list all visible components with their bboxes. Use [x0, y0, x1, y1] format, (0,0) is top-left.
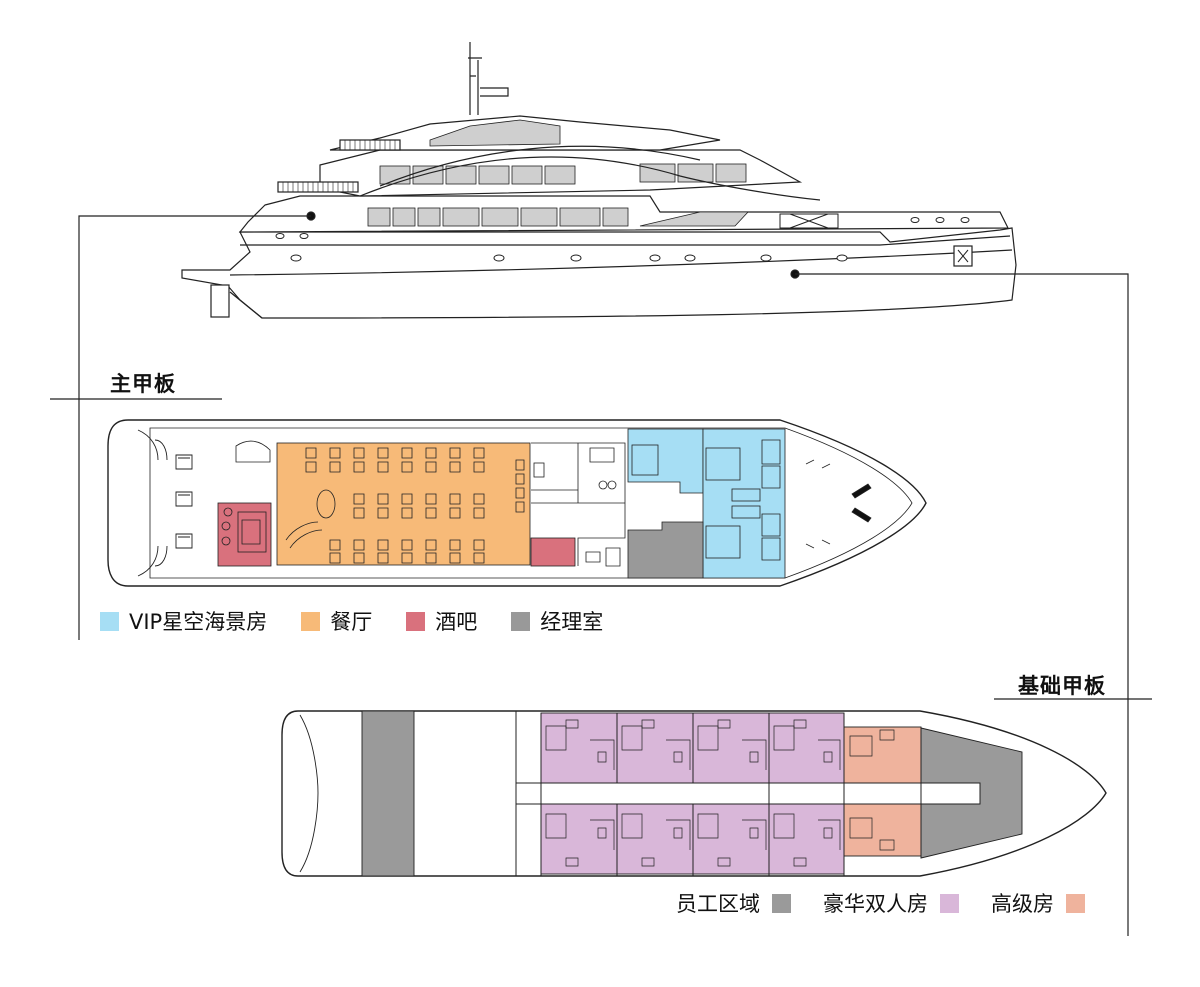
legend-label-staff: 员工区域 — [676, 892, 760, 916]
swoop-line-2 — [379, 145, 701, 187]
legend-label-manager: 经理室 — [540, 610, 604, 634]
legend-item-bar: 酒吧 — [406, 606, 477, 636]
main-deck-inner-hull — [149, 427, 913, 579]
legend-swatch-deluxe-double — [940, 893, 959, 913]
legend-label-dining: 餐厅 — [330, 610, 373, 634]
main-deck-title: 主甲板 — [110, 372, 176, 396]
yacht-side-profile — [181, 42, 1017, 319]
bow-deck-fittings — [805, 459, 872, 549]
legend-swatch-manager — [511, 611, 531, 631]
hull-keel-line — [229, 291, 263, 319]
aft-seating — [137, 429, 193, 577]
legend-item-dining: 餐厅 — [301, 606, 372, 636]
vip-suite-zone-b — [702, 428, 786, 579]
legend-item-manager: 经理室 — [511, 606, 603, 636]
manager-room-zone — [627, 521, 704, 579]
central-corridor — [515, 782, 981, 805]
legend-swatch-bar — [406, 611, 426, 631]
legend-swatch-staff — [772, 893, 791, 913]
legend-swatch-premium — [1066, 893, 1085, 913]
hull-x-emblem — [779, 213, 839, 229]
swoop-line — [359, 156, 821, 201]
main-deck-windows — [367, 207, 749, 227]
legend-label-premium: 高级房 — [991, 892, 1054, 916]
legend-swatch-dining — [301, 611, 321, 631]
hull-waterline — [229, 249, 1013, 276]
legend-label-vip: VIP星空海景房 — [129, 610, 268, 634]
base-deck-title: 基础甲板 — [1018, 674, 1106, 698]
main-deck-connector — [78, 215, 311, 640]
main-deck-legend: VIP星空海景房 餐厅 酒吧 经理室 — [100, 606, 603, 636]
base-deck-stern-curve — [299, 714, 319, 873]
staff-zone-aft — [361, 710, 415, 877]
portholes — [275, 217, 970, 262]
bar-counter-zone — [530, 537, 576, 567]
bar-zone — [217, 502, 272, 567]
transom-rudder — [210, 284, 230, 318]
bar-fixtures — [221, 507, 267, 553]
cabin-fixtures — [545, 719, 895, 867]
upper-deck-windows — [379, 163, 747, 185]
main-deck-plan — [107, 419, 927, 587]
top-rail-bars — [344, 140, 396, 150]
premium-zone-starboard — [843, 803, 922, 857]
dining-tables — [285, 447, 525, 564]
hull-outline — [181, 227, 1017, 319]
base-deck-plan — [281, 710, 1107, 877]
top-deck-window — [429, 119, 561, 147]
base-deck-legend: 员工区域 豪华双人房 高级房 — [676, 888, 1085, 918]
hull-sheer-line — [240, 235, 1011, 246]
legend-item-deluxe-double: 豪华双人房 — [823, 888, 959, 918]
legend-label-bar: 酒吧 — [435, 610, 478, 634]
vip-fixtures — [631, 439, 781, 561]
connector-lines — [50, 211, 1152, 936]
legend-item-staff: 员工区域 — [676, 888, 791, 918]
bow-logo-mark — [957, 249, 969, 263]
upper-rail-bars — [282, 182, 354, 192]
legend-swatch-vip — [100, 611, 119, 631]
legend-item-premium: 高级房 — [991, 888, 1085, 918]
base-deck-connector — [795, 273, 1129, 936]
legend-item-vip: VIP星空海景房 — [100, 606, 267, 636]
cabin-dividers — [540, 713, 922, 876]
radar-mast — [468, 42, 509, 115]
premium-zone-port — [843, 726, 922, 784]
galley-service — [235, 440, 626, 567]
legend-label-deluxe-double: 豪华双人房 — [823, 892, 928, 916]
